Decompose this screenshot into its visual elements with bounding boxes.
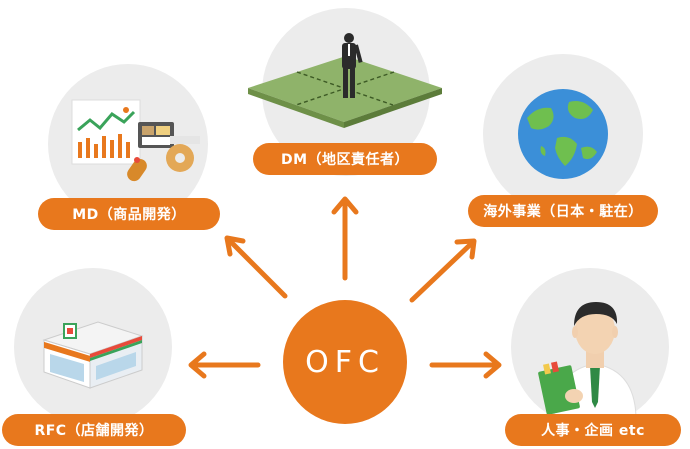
globe-icon [518, 89, 608, 179]
ofc-center-circle: OFC [283, 300, 407, 424]
arrow-up [331, 196, 359, 281]
arrow-left [188, 351, 261, 379]
md-label: MD（商品開発） [38, 198, 220, 230]
businessman-on-grid-icon [248, 33, 442, 128]
convenience-store-icon [42, 321, 144, 389]
dm-label: DM（地区責任者） [253, 143, 437, 175]
hr-label: 人事・企画 etc [505, 414, 681, 446]
rfc-label: RFC（店舗開発） [2, 414, 186, 446]
office-worker-icon [538, 302, 637, 417]
arrow-up-right [409, 238, 477, 303]
arrow-right [429, 351, 502, 379]
chart-and-food-icon [71, 99, 200, 182]
ofc-label: OFC [305, 344, 385, 380]
overseas-label: 海外事業（日本・駐在） [468, 195, 658, 227]
arrow-up-left [224, 235, 288, 299]
